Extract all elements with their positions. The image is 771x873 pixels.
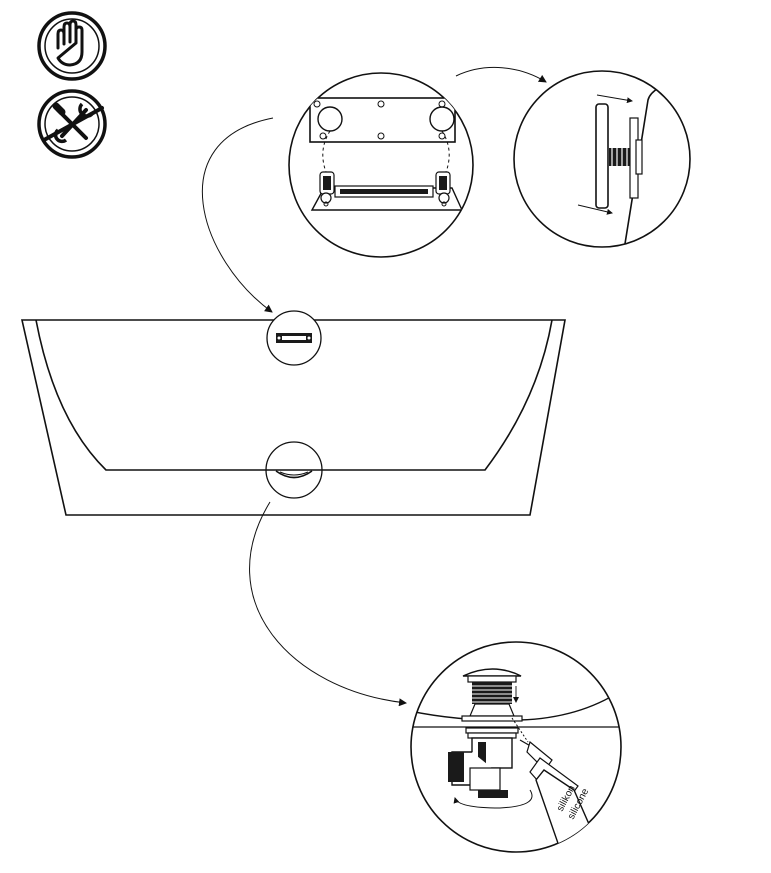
detail-overflow-plate [288, 72, 474, 258]
detail-side-section [513, 70, 691, 248]
arrow-top-to-right [455, 66, 547, 83]
overflow-bracket [266, 310, 322, 366]
drain-highlight [265, 441, 323, 499]
bathtub [20, 319, 566, 516]
hand-icon [37, 11, 107, 81]
no-tools-icon [37, 89, 107, 159]
bathtub-inner-basin [35, 319, 553, 471]
arrow-to-overflow [202, 117, 274, 313]
bathtub-outer [20, 319, 566, 516]
detail-drain-silicone: silikon silicone [410, 641, 622, 853]
arrow-drain-to-detail [249, 501, 407, 707]
